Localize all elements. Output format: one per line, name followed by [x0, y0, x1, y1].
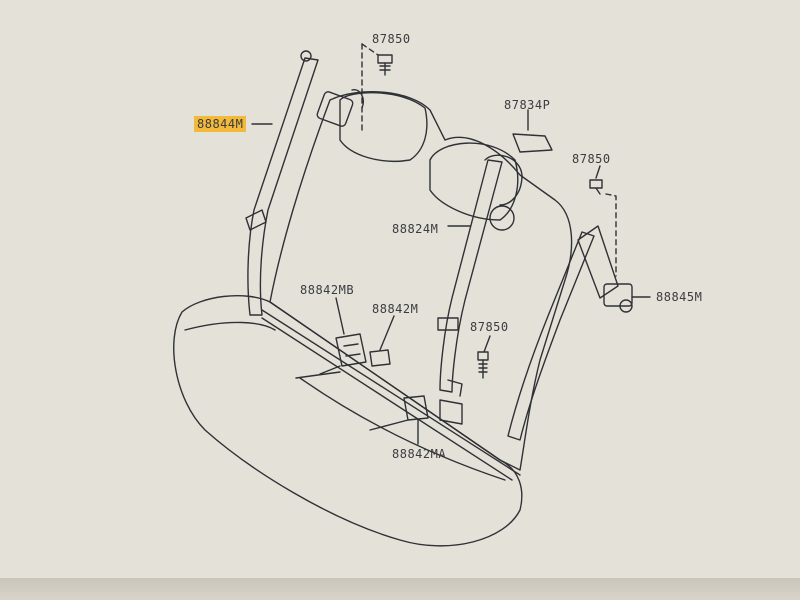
headrest-center — [429, 142, 519, 221]
cover-icon — [512, 133, 553, 153]
label-buckle-ma: 88842MA — [392, 447, 447, 461]
label-belt-center: 88824M — [392, 222, 439, 236]
bolt-center-icon — [477, 351, 489, 379]
belt-right — [507, 231, 595, 441]
retractor-right-icon — [603, 283, 633, 307]
label-retractor-right: 88845M — [656, 290, 703, 304]
bolt-top-icon — [377, 54, 393, 76]
label-bolt-right: 87850 — [572, 152, 611, 166]
headrest-left — [339, 92, 428, 162]
buckle-m-icon — [369, 349, 391, 367]
label-buckle-m: 88842M — [372, 302, 419, 316]
belt-left-guide — [245, 209, 267, 231]
retractor-left-icon — [316, 91, 354, 127]
lap-belt — [261, 309, 521, 476]
buckle-mb-icon — [319, 333, 367, 375]
buckle-ma-icon — [403, 379, 463, 425]
monitor-bezel — [0, 578, 800, 600]
seat-cushion-edge — [299, 377, 506, 481]
seat-cushion-seam — [184, 321, 276, 331]
retractor-center-icon — [489, 205, 515, 231]
label-cover: 87834P — [504, 98, 551, 112]
bolt-right-icon — [589, 179, 603, 195]
label-bolt-top: 87850 — [372, 32, 411, 46]
belt-left — [247, 57, 319, 316]
belt-center — [439, 159, 503, 393]
label-buckle-mb: 88842MB — [300, 283, 355, 297]
label-retractor-left: 88844M — [194, 116, 247, 132]
label-bolt-center: 87850 — [470, 320, 509, 334]
